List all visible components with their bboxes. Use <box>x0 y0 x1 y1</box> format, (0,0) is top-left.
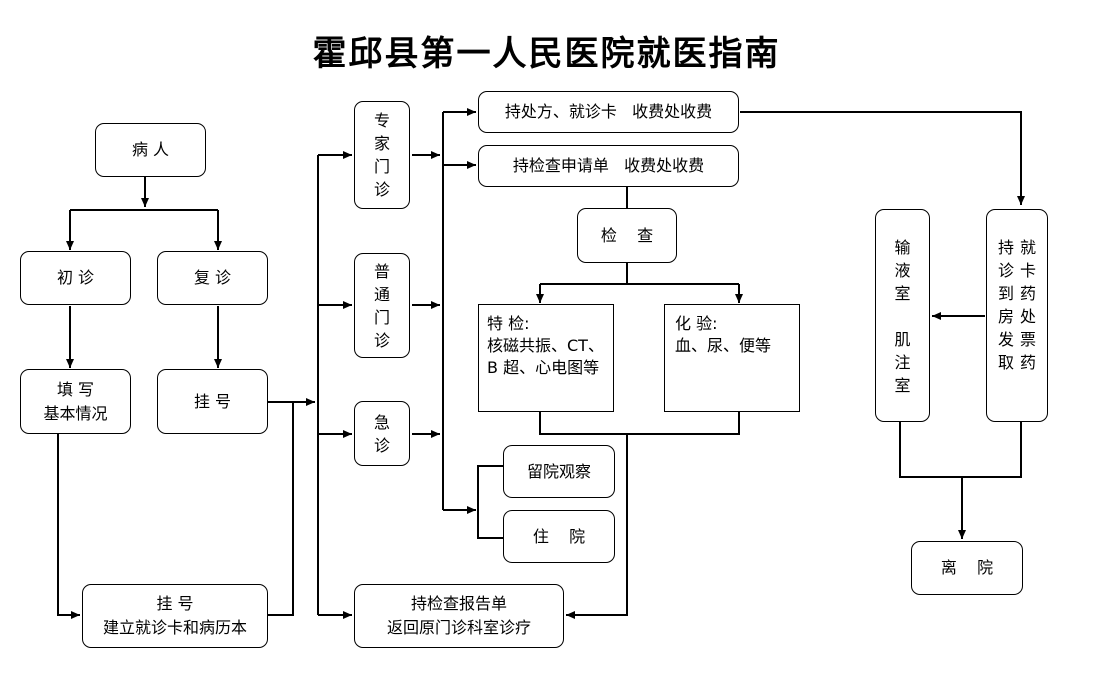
connector-card-up <box>268 402 294 616</box>
infusion-room-box: 输液室 肌注室 <box>875 209 930 422</box>
register-card-box: 挂 号 建立就诊卡和病历本 <box>82 584 268 648</box>
exam-box: 检 查 <box>577 208 677 263</box>
page-title: 霍邱县第一人民医院就医指南 <box>312 34 781 74</box>
report-return-box: 持检查报告单 返回原门诊科室诊疗 <box>354 584 564 648</box>
hospitalization-box: 住 院 <box>503 510 615 563</box>
observation-box: 留院观察 <box>503 445 615 498</box>
connector-to-discharge <box>899 422 1022 539</box>
special-exam-box: 特 检: 核磁共振、CT、 B 超、心电图等 <box>478 304 614 412</box>
connector-exam-split <box>540 263 739 285</box>
general-clinic-box: 普通门诊 <box>354 253 410 358</box>
pay-prescription-box: 持处方、就诊卡 收费处收费 <box>478 91 739 133</box>
connector-fill-to-card <box>57 434 80 619</box>
return-visit-box: 复 诊 <box>157 251 268 305</box>
connector-to-pharmacy <box>740 111 1025 205</box>
register-box: 挂 号 <box>157 369 268 434</box>
connector-inpatient-bracket <box>477 465 503 539</box>
pay-exam-box: 持检查申请单 收费处收费 <box>478 145 739 187</box>
expert-clinic-box: 专家门诊 <box>354 101 410 209</box>
fill-info-box: 填 写 基本情况 <box>20 369 131 434</box>
emergency-box: 急诊 <box>354 401 410 466</box>
connector-exam-results <box>539 412 740 435</box>
first-visit-box: 初 诊 <box>20 251 131 305</box>
infusion-room-label: 输液室 肌注室 <box>894 238 911 395</box>
discharge-box: 离 院 <box>911 541 1023 595</box>
connector-results-to-report <box>566 434 628 619</box>
lab-test-box: 化 验: 血、尿、便等 <box>664 304 800 412</box>
patient-box: 病 人 <box>95 123 206 177</box>
pharmacy-label: 持诊到房发取就卡药处票药 <box>997 238 1036 372</box>
pharmacy-box: 持诊到房发取就卡药处票药 <box>986 209 1048 422</box>
